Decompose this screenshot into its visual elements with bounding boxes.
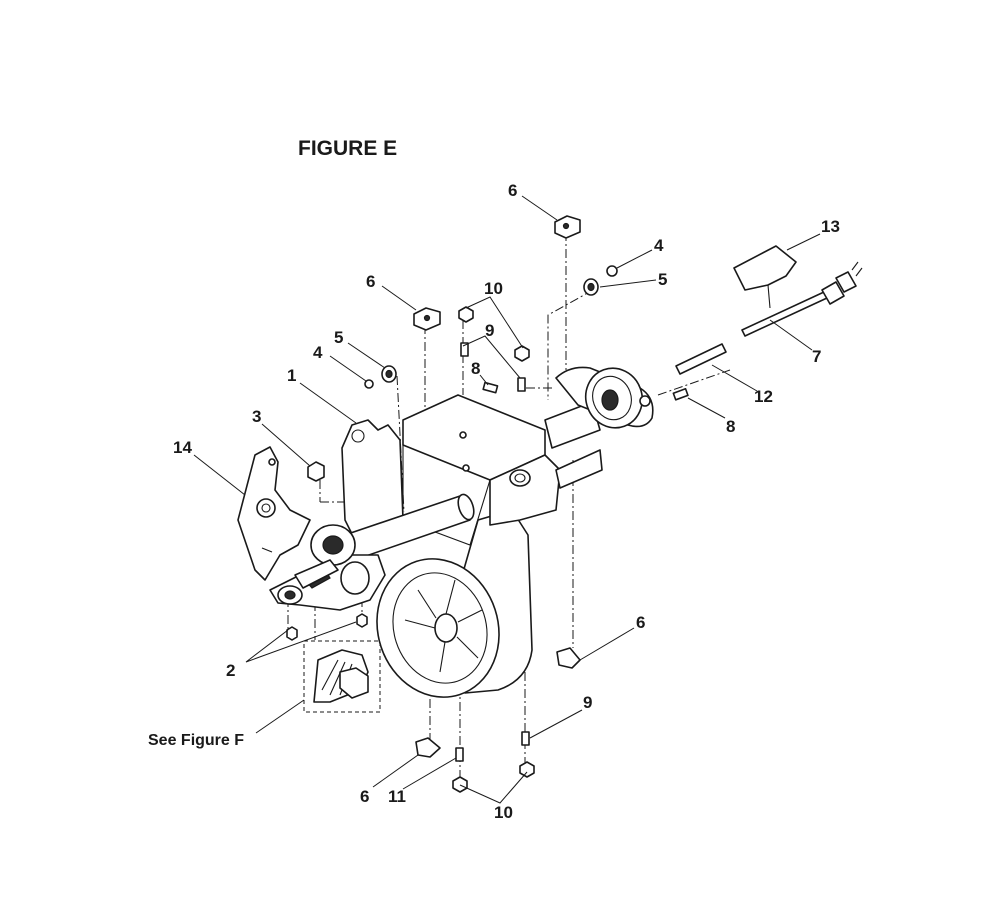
callout-1: 1 bbox=[287, 366, 296, 385]
callout-14: 14 bbox=[173, 438, 192, 457]
callout-4-right: 4 bbox=[654, 236, 664, 255]
callout-10-bottom: 10 bbox=[494, 803, 513, 822]
callout-4-left: 4 bbox=[313, 343, 323, 362]
callout-9-top: 9 bbox=[485, 321, 494, 340]
control-bracket bbox=[237, 446, 311, 581]
callout-11: 11 bbox=[388, 787, 406, 806]
drive-shaft bbox=[329, 401, 603, 566]
crank-gear-assembly bbox=[269, 524, 386, 611]
clip-6d bbox=[415, 737, 441, 758]
clip-6c bbox=[556, 647, 581, 669]
callout-13: 13 bbox=[821, 217, 840, 236]
bearing-housing bbox=[555, 366, 654, 429]
callout-5-left: 5 bbox=[334, 328, 343, 347]
callout-6-left: 6 bbox=[366, 272, 375, 291]
heater-cord bbox=[675, 245, 863, 375]
callout-2: 2 bbox=[226, 661, 235, 680]
figure-title: FIGURE E bbox=[298, 137, 397, 160]
gearbox-housing bbox=[341, 394, 561, 698]
callout-6-lower-right: 6 bbox=[636, 613, 645, 632]
see-figure-f-note: See Figure F bbox=[148, 732, 244, 749]
leader-lines bbox=[193, 195, 821, 804]
callout-6-bottom: 6 bbox=[360, 787, 369, 806]
callout-8-left: 8 bbox=[471, 359, 480, 378]
callout-6-top: 6 bbox=[508, 181, 517, 200]
callout-12: 12 bbox=[754, 387, 773, 406]
callout-9-bottom: 9 bbox=[583, 693, 592, 712]
callout-5-right: 5 bbox=[658, 270, 667, 289]
callout-labels: 6 4 5 13 6 10 9 5 4 8 7 1 12 3 8 14 6 2 … bbox=[173, 181, 840, 822]
callout-3: 3 bbox=[252, 407, 261, 426]
callout-8-right: 8 bbox=[726, 417, 735, 436]
detail-box bbox=[303, 640, 381, 713]
callout-7: 7 bbox=[812, 347, 821, 366]
callout-10-top: 10 bbox=[484, 279, 503, 298]
